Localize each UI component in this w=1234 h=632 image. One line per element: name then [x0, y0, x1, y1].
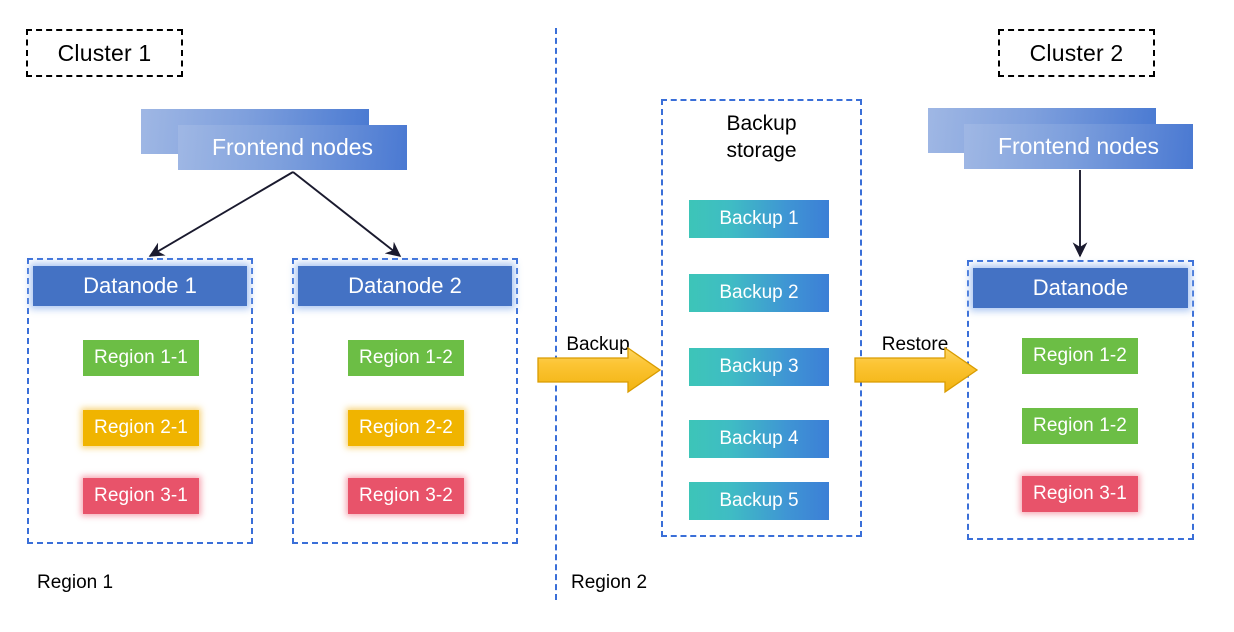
datanode-2-container [292, 258, 518, 544]
backup-storage-title-line1: Backup [726, 112, 797, 135]
cluster2-region-3[interactable]: Region 3-1 [1022, 476, 1138, 512]
arrow-frontend-to-datanode-2 [292, 171, 402, 257]
backup-item-2-label: Backup 2 [719, 282, 799, 303]
datanode-2-region-1-label: Region 1-2 [359, 347, 453, 368]
arrow-frontend-to-datanode-1 [148, 171, 294, 257]
backup-item-1[interactable]: Backup 1 [689, 200, 829, 238]
backup-storage-title: Backup storage [661, 110, 862, 165]
cluster2-frontend-node-card[interactable]: Frontend nodes [964, 124, 1193, 169]
cluster2-region-3-label: Region 3-1 [1033, 483, 1127, 504]
cluster2-region-2[interactable]: Region 1-2 [1022, 408, 1138, 444]
cluster2-datanode-title: Datanode [1032, 275, 1129, 300]
cluster2-title-text: Cluster 2 [1029, 39, 1124, 66]
cluster2-datanode-container [967, 260, 1194, 540]
backup-storage-title-line2: storage [726, 139, 797, 163]
backup-item-5[interactable]: Backup 5 [689, 482, 829, 520]
datanode-2-region-2-label: Region 2-2 [359, 417, 453, 438]
backup-item-4-label: Backup 4 [719, 428, 799, 449]
datanode-2-title: Datanode 2 [348, 273, 462, 298]
datanode-1-title: Datanode 1 [83, 273, 197, 298]
restore-flow-label: Restore [881, 334, 949, 355]
datanode-2-header[interactable]: Datanode 2 [298, 266, 512, 306]
region-2-label: Region 2 [571, 572, 648, 593]
datanode-1-region-2[interactable]: Region 2-1 [83, 410, 199, 446]
region-1-label: Region 1 [37, 572, 114, 593]
datanode-1-region-3-label: Region 3-1 [94, 485, 188, 506]
datanode-2-region-1[interactable]: Region 1-2 [348, 340, 464, 376]
cluster2-title-box: Cluster 2 [998, 29, 1155, 77]
datanode-1-region-2-label: Region 2-1 [94, 417, 188, 438]
backup-item-2[interactable]: Backup 2 [689, 274, 829, 312]
backup-item-3[interactable]: Backup 3 [689, 348, 829, 386]
cluster1-frontend-node-card[interactable]: Frontend nodes [178, 125, 407, 170]
backup-item-4[interactable]: Backup 4 [689, 420, 829, 458]
cluster2-region-1[interactable]: Region 1-2 [1022, 338, 1138, 374]
datanode-1-region-1[interactable]: Region 1-1 [83, 340, 199, 376]
cluster2-datanode-header[interactable]: Datanode [973, 268, 1188, 308]
datanode-2-region-3[interactable]: Region 3-2 [348, 478, 464, 514]
datanode-1-region-3[interactable]: Region 3-1 [83, 478, 199, 514]
cluster2-region-2-label: Region 1-2 [1033, 415, 1127, 436]
backup-storage-container [661, 99, 862, 537]
datanode-1-region-1-label: Region 1-1 [94, 347, 188, 368]
region-divider-line [555, 28, 557, 600]
datanode-2-region-3-label: Region 3-2 [359, 485, 453, 506]
backup-item-3-label: Backup 3 [719, 356, 799, 377]
cluster2-region-1-label: Region 1-2 [1033, 345, 1127, 366]
cluster2-frontend-label: Frontend nodes [997, 133, 1160, 159]
backup-flow-label: Backup [566, 334, 630, 355]
datanode-1-header[interactable]: Datanode 1 [33, 266, 247, 306]
datanode-2-region-2[interactable]: Region 2-2 [348, 410, 464, 446]
backup-item-1-label: Backup 1 [719, 208, 799, 229]
backup-item-5-label: Backup 5 [719, 490, 799, 511]
cluster1-frontend-label: Frontend nodes [211, 134, 374, 160]
cluster1-title-box: Cluster 1 [26, 29, 183, 77]
datanode-1-container [27, 258, 253, 544]
cluster1-title-text: Cluster 1 [57, 39, 152, 66]
